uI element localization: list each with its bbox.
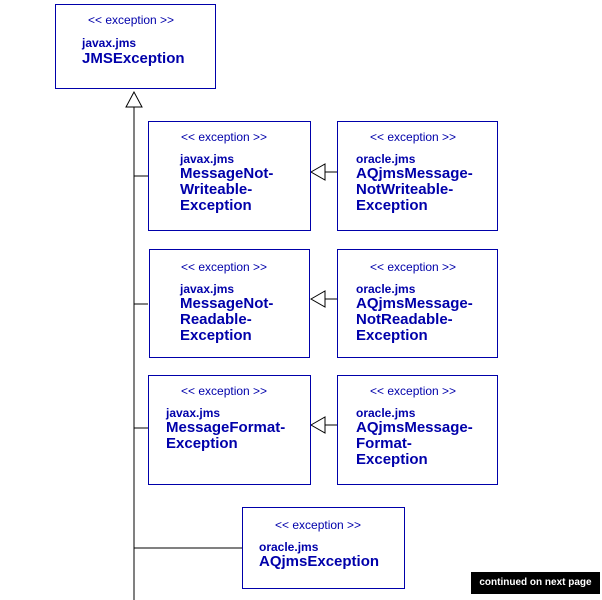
stereotype-label: << exception >> [181,384,268,398]
package-label: javax.jms [180,152,235,166]
class-box-message-format: << exception >> javax.jms MessageFormat-… [148,375,311,485]
class-box-message-not-readable: << exception >> javax.jms MessageNot- Re… [149,249,310,358]
package-label: oracle.jms [356,152,416,166]
class-box-aq-not-readable: << exception >> oracle.jms AQjmsMessage-… [337,249,498,358]
class-box-aq-not-writeable: << exception >> oracle.jms AQjmsMessage-… [337,121,498,231]
stereotype-label: << exception >> [370,384,457,398]
class-name: JMSException [82,50,185,67]
class-box-aq-format: << exception >> oracle.jms AQjmsMessage-… [337,375,498,485]
continued-on-next-page-label: continued on next page [471,572,600,594]
stereotype-label: << exception >> [181,260,268,274]
generalization-arrow-not-writeable [309,163,326,181]
stereotype-label: << exception >> [88,13,175,27]
class-box-aq-jms-exception: << exception >> oracle.jms AQjmsExceptio… [242,507,405,589]
package-label: oracle.jms [356,282,416,296]
package-label: oracle.jms [356,406,416,420]
class-name: AQjmsMessage- NotReadable- Exception [356,295,473,344]
generalization-arrow-not-readable [309,290,326,308]
class-name: AQjmsMessage- Format- Exception [356,419,473,468]
package-label: javax.jms [180,282,235,296]
stereotype-label: << exception >> [181,130,268,144]
package-label: oracle.jms [259,540,319,554]
class-box-jmsexception: << exception >> javax.jms JMSException [55,4,216,89]
generalization-arrow-jmsexception [125,90,143,108]
stereotype-label: << exception >> [370,260,457,274]
class-name: MessageFormat- Exception [166,419,286,452]
class-name: AQjmsMessage- NotWriteable- Exception [356,165,473,214]
class-name: MessageNot- Readable- Exception [180,295,274,344]
class-name: AQjmsException [259,553,380,570]
class-box-message-not-writeable: << exception >> javax.jms MessageNot- Wr… [148,121,311,231]
package-label: javax.jms [82,36,137,50]
stereotype-label: << exception >> [275,518,362,532]
generalization-arrow-format [309,416,326,434]
class-name: MessageNot- Writeable- Exception [180,165,274,214]
package-label: javax.jms [166,406,221,420]
stereotype-label: << exception >> [370,130,457,144]
